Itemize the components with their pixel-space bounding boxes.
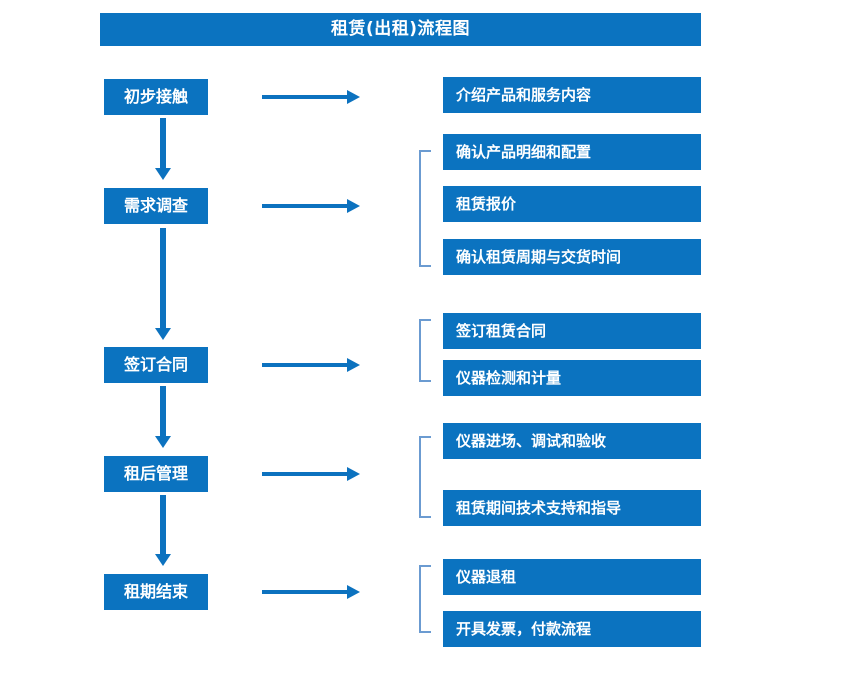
horizontal-arrow-5 [262,585,360,599]
group-bracket-5 [419,565,431,633]
detail-box-4[interactable]: 确认租赁周期与交货时间 [443,239,701,275]
stage-box-5[interactable]: 租期结束 [104,574,208,610]
detail-box-8[interactable]: 租赁期间技术支持和指导 [443,490,701,526]
detail-box-9[interactable]: 仪器退租 [443,559,701,595]
detail-box-5[interactable]: 签订租赁合同 [443,313,701,349]
vertical-arrow-4 [155,495,171,566]
detail-box-10[interactable]: 开具发票，付款流程 [443,611,701,647]
group-bracket-3 [419,319,431,382]
stage-box-1[interactable]: 初步接触 [104,79,208,115]
group-bracket-4 [419,436,431,518]
detail-box-2[interactable]: 确认产品明细和配置 [443,134,701,170]
stage-box-2[interactable]: 需求调查 [104,188,208,224]
horizontal-arrow-1 [262,90,360,104]
stage-box-4[interactable]: 租后管理 [104,456,208,492]
horizontal-arrow-3 [262,358,360,372]
group-bracket-2 [419,150,431,267]
detail-box-3[interactable]: 租赁报价 [443,186,701,222]
horizontal-arrow-2 [262,199,360,213]
diagram-title: 租赁(出租)流程图 [100,13,701,46]
detail-box-1[interactable]: 介绍产品和服务内容 [443,77,701,113]
vertical-arrow-1 [155,118,171,180]
vertical-arrow-2 [155,228,171,340]
horizontal-arrow-4 [262,467,360,481]
detail-box-6[interactable]: 仪器检测和计量 [443,360,701,396]
detail-box-7[interactable]: 仪器进场、调试和验收 [443,423,701,459]
vertical-arrow-3 [155,386,171,448]
stage-box-3[interactable]: 签订合同 [104,347,208,383]
